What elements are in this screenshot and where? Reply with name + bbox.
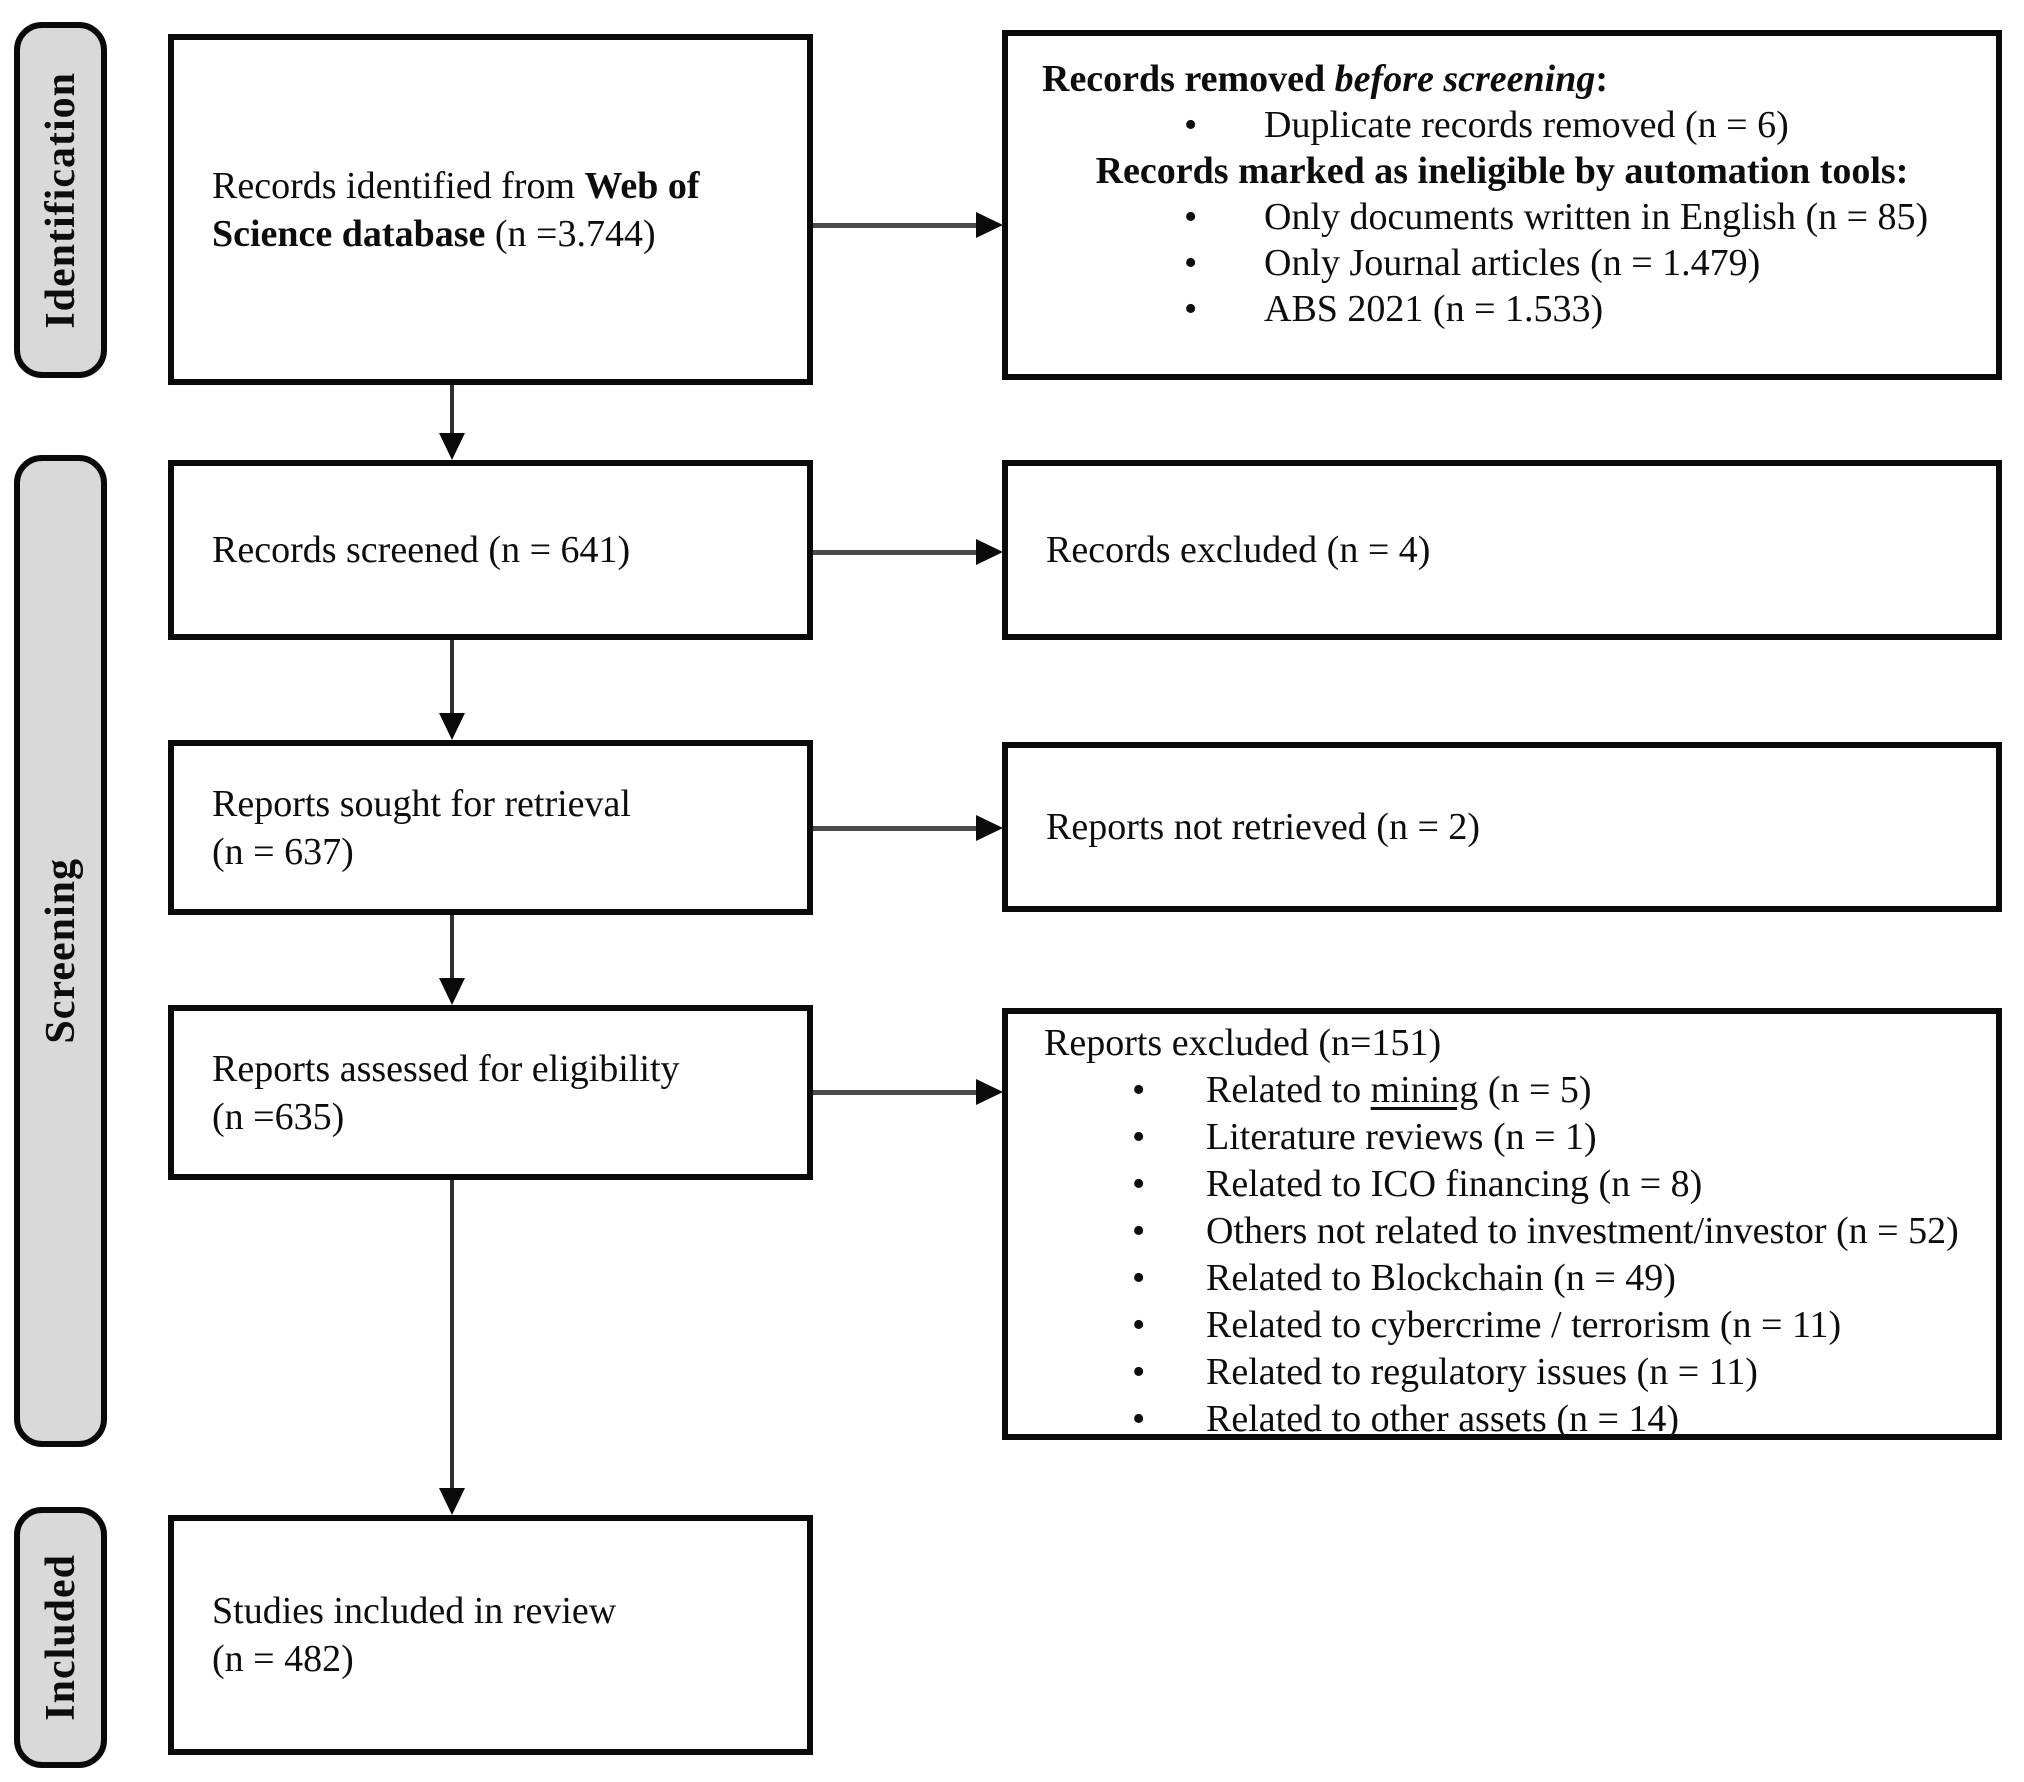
arrow-line-assessed-to-excluded	[813, 1090, 978, 1095]
box-reports-assessed-line1: Reports assessed for eligibility	[212, 1047, 680, 1090]
list-item: • Literature reviews (n = 1)	[1008, 1114, 1996, 1161]
bullet-dot-icon: •	[1132, 1210, 1146, 1252]
list-item-text: Others not related to investment/investo…	[1206, 1210, 1959, 1252]
list-item-text: Related to regulatory issues (n = 11)	[1206, 1351, 1758, 1393]
list-item: • Related to cybercrime / terrorism (n =…	[1008, 1302, 1996, 1349]
bullet-mining-suffix: (n = 5)	[1478, 1069, 1592, 1111]
list-item-text: Related to Blockchain (n = 49)	[1206, 1257, 1676, 1299]
box-studies-included: Studies included in review (n = 482)	[168, 1515, 813, 1755]
records-removed-header-colon: :	[1595, 58, 1609, 100]
stage-included: Included	[14, 1507, 107, 1768]
arrow-line-identified-to-screened	[450, 385, 454, 434]
bullet-mining-prefix: Related to	[1206, 1069, 1371, 1111]
stage-identification: Identification	[14, 22, 107, 378]
box-reports-assessed: Reports assessed for eligibility (n =635…	[168, 1005, 813, 1180]
arrow-line-assessed-to-included	[450, 1180, 454, 1490]
list-item-text: Literature reviews (n = 1)	[1206, 1116, 1597, 1158]
records-identified-source: Web of Science database	[212, 164, 700, 255]
list-item: • Related to other assets (n = 14)	[1008, 1396, 1996, 1443]
list-item: • Related to ICO financing (n = 8)	[1008, 1161, 1996, 1208]
box-reports-sought-line2: (n = 637)	[212, 830, 354, 873]
arrow-head-down-icon	[439, 713, 465, 740]
bullet-dot-icon: •	[1184, 196, 1198, 238]
box-records-screened-text: Records screened (n = 641)	[212, 529, 631, 571]
list-item-text: Related to mining (n = 5)	[1206, 1067, 1592, 1114]
list-item: • Others not related to investment/inves…	[1008, 1208, 1996, 1255]
list-item: • Related to regulatory issues (n = 11)	[1008, 1349, 1996, 1396]
arrow-line-screened-to-sought	[450, 640, 454, 715]
bullet-dot-icon: •	[1132, 1304, 1146, 1346]
records-removed-header-italic: before screening	[1334, 58, 1596, 100]
stage-identification-label: Identification	[37, 71, 84, 329]
box-records-screened: Records screened (n = 641)	[168, 460, 813, 640]
bullet-dot-icon: •	[1184, 288, 1198, 330]
bullet-dot-icon: •	[1184, 242, 1198, 284]
arrow-head-down-icon	[439, 978, 465, 1005]
arrow-line-identified-to-removed	[813, 223, 978, 228]
list-item: • ABS 2021 (n = 1.533)	[1008, 286, 1996, 332]
bullet-dot-icon: •	[1132, 1398, 1146, 1440]
stage-included-label: Included	[37, 1554, 84, 1721]
bullet-dot-icon: •	[1132, 1116, 1146, 1158]
box-records-removed: Records removed before screening: • Dupl…	[1002, 30, 2002, 380]
bullet-dot-icon: •	[1132, 1069, 1146, 1111]
list-item: • Related to Blockchain (n = 49)	[1008, 1255, 1996, 1302]
arrow-line-screened-to-excluded	[813, 550, 978, 555]
box-reports-not-retrieved-text: Reports not retrieved (n = 2)	[1046, 806, 1481, 848]
list-item-text: Only Journal articles (n = 1.479)	[1264, 242, 1761, 284]
box-records-excluded-text: Records excluded (n = 4)	[1046, 529, 1431, 571]
box-studies-included-line1: Studies included in review	[212, 1590, 617, 1632]
records-removed-header: Records removed before screening:	[1008, 56, 1996, 102]
list-item: • Only documents written in English (n =…	[1008, 194, 1996, 240]
box-studies-included-line2: (n = 482)	[212, 1638, 354, 1680]
list-item-text: Related to cybercrime / terrorism (n = 1…	[1206, 1304, 1842, 1346]
bullet-dot-icon: •	[1132, 1351, 1146, 1393]
bullet-dot-icon: •	[1184, 104, 1198, 146]
arrow-head-down-icon	[439, 433, 465, 460]
stage-screening-label: Screening	[37, 858, 84, 1044]
list-item-text: Duplicate records removed (n = 6)	[1264, 104, 1789, 146]
arrow-head-right-icon	[976, 212, 1003, 238]
list-item: • Only Journal articles (n = 1.479)	[1008, 240, 1996, 286]
bullet-dot-icon: •	[1132, 1163, 1146, 1205]
list-item-text: Related to ICO financing (n = 8)	[1206, 1163, 1703, 1205]
box-reports-excluded: Reports excluded (n=151) • Related to mi…	[1002, 1008, 2002, 1440]
list-item-text: Only documents written in English (n = 8…	[1264, 196, 1929, 238]
box-reports-assessed-line2: (n =635)	[212, 1095, 345, 1138]
records-identified-prefix: Records identified from	[212, 164, 585, 207]
records-identified-count: (n =3.744)	[485, 212, 656, 255]
box-records-identified: Records identified from Web of Science d…	[168, 34, 813, 385]
box-records-identified-text: Records identified from Web of Science d…	[212, 162, 785, 258]
records-removed-header-prefix: Records removed	[1042, 58, 1335, 100]
bullet-mining-underline: mining	[1370, 1069, 1479, 1111]
box-reports-sought-line1: Reports sought for retrieval	[212, 782, 631, 825]
list-item: • Duplicate records removed (n = 6)	[1008, 102, 1996, 148]
list-item: • Related to mining (n = 5)	[1008, 1067, 1996, 1114]
bullet-dot-icon: •	[1132, 1257, 1146, 1299]
stage-screening: Screening	[14, 455, 107, 1447]
records-removed-subheader: Records marked as ineligible by automati…	[1095, 150, 1909, 192]
list-item-text: Related to other assets (n = 14)	[1206, 1398, 1680, 1440]
arrow-head-right-icon	[976, 539, 1003, 565]
arrow-head-down-icon	[439, 1488, 465, 1515]
arrow-line-sought-to-assessed	[450, 915, 454, 980]
box-records-excluded: Records excluded (n = 4)	[1002, 460, 2002, 640]
arrow-line-sought-to-not-retrieved	[813, 826, 978, 831]
reports-excluded-header: Reports excluded (n=151)	[1044, 1022, 1442, 1064]
arrow-head-right-icon	[976, 815, 1003, 841]
box-reports-sought: Reports sought for retrieval (n = 637)	[168, 740, 813, 915]
box-reports-not-retrieved: Reports not retrieved (n = 2)	[1002, 742, 2002, 912]
arrow-head-right-icon	[976, 1079, 1003, 1105]
list-item-text: ABS 2021 (n = 1.533)	[1264, 288, 1604, 330]
